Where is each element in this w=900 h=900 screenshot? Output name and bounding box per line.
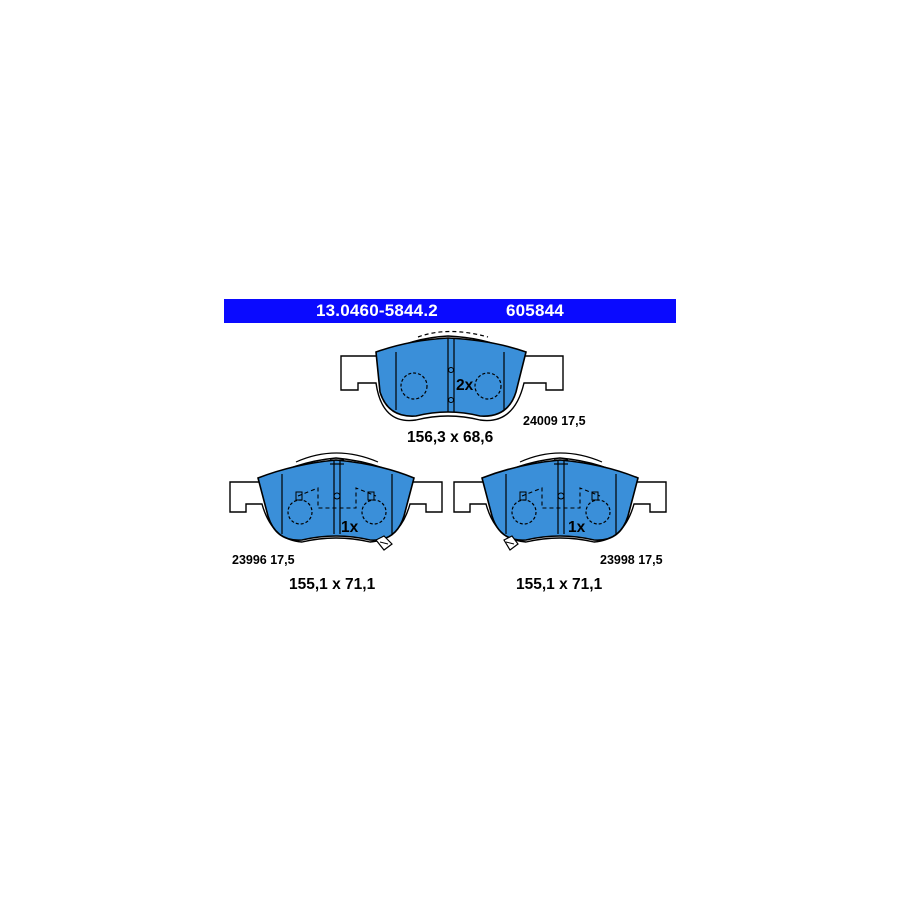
bottom-right-pad-dimensions: 155,1 x 71,1 (516, 576, 603, 593)
bottom-right-pad-drawing (453, 452, 667, 543)
top-pad-quantity: 2x (456, 377, 474, 394)
part-header-bar: 13.0460-5844.2 605844 (224, 299, 676, 323)
bottom-right-pad-code: 23998 17,5 (600, 553, 663, 567)
top-pad-code: 24009 17,5 (523, 414, 586, 428)
bottom-right-pad-quantity: 1x (568, 519, 586, 536)
top-pad-dimensions: 156,3 x 68,6 (407, 429, 494, 446)
bottom-left-pad-drawing (229, 452, 443, 543)
part-number: 13.0460-5844.2 (316, 301, 438, 320)
reference-number: 605844 (506, 301, 564, 320)
bottom-left-pad-code: 23996 17,5 (232, 553, 295, 567)
top-pad-drawing (340, 330, 564, 422)
bottom-left-pad-quantity: 1x (341, 519, 359, 536)
wear-sensor-left-icon (375, 535, 393, 551)
wear-sensor-right-icon (503, 535, 519, 551)
bottom-left-pad-dimensions: 155,1 x 71,1 (289, 576, 376, 593)
